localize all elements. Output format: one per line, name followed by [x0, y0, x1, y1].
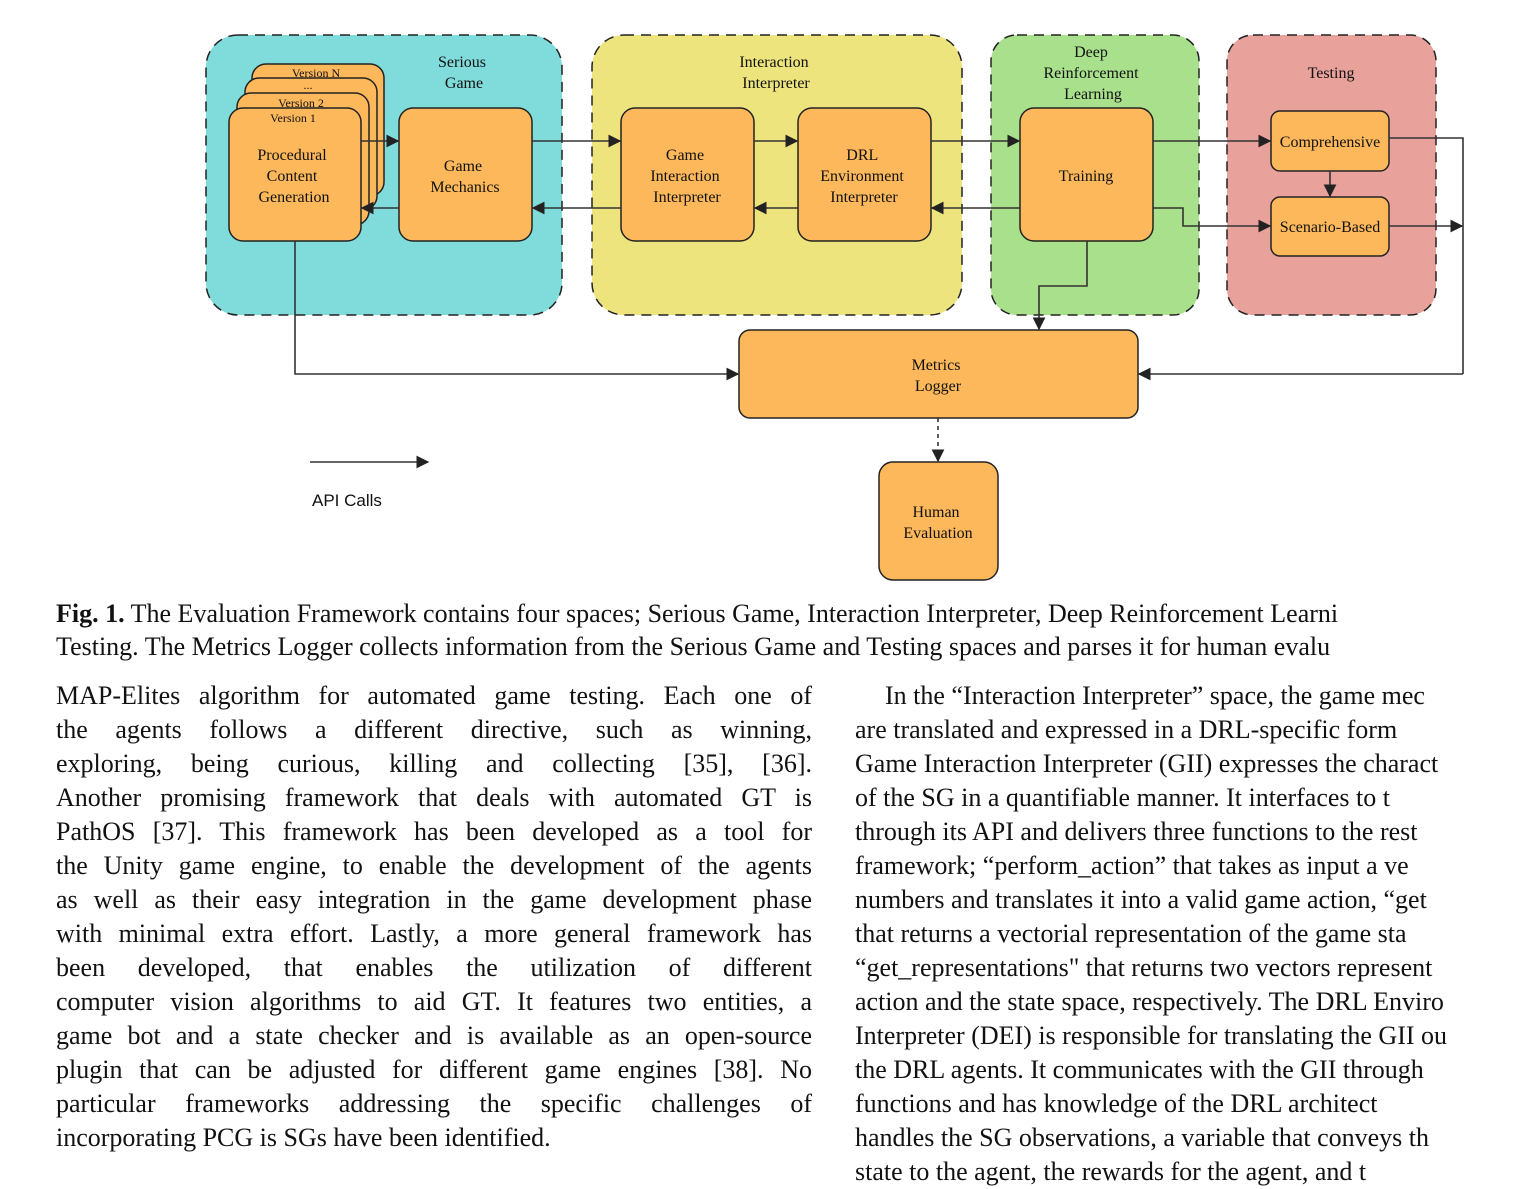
line-comprehensive-to-right: [1389, 137, 1464, 374]
human-evaluation-box: [878, 461, 999, 581]
testing-title: Testing: [1308, 65, 1355, 82]
figure-caption-label: Fig. 1.: [56, 599, 125, 628]
serious-game-title: Serious Game: [438, 54, 490, 92]
body-left-line: the agents follows a different directive…: [56, 715, 812, 744]
metrics-logger-label: Metrics Logger: [912, 357, 965, 395]
version-2-label: Version 2: [278, 96, 324, 110]
body-right-line: functions and has knowledge of the DRL a…: [855, 1089, 1378, 1118]
body-left-line: game bot and a state checker and is avai…: [56, 1021, 812, 1050]
metrics-logger-box: [738, 329, 1139, 419]
body-left-line: incorporating PCG is SGs have been ident…: [56, 1123, 551, 1152]
body-right-line: of the SG in a quantifiable manner. It i…: [855, 783, 1390, 812]
game-mechanics-box: [398, 107, 533, 242]
body-left-line: PathOS [37]. This framework has been dev…: [56, 817, 812, 846]
comprehensive-label: Comprehensive: [1280, 134, 1380, 151]
body-right-line: framework; “perform_action” that takes a…: [855, 851, 1409, 880]
arrow-training-to-logger: [1032, 241, 1088, 331]
body-left-line: been developed, that enables the utiliza…: [56, 953, 812, 982]
body-right-line: “get_representations" that returns two v…: [855, 953, 1433, 982]
interaction-interpreter-title: Interaction Interpreter: [739, 54, 812, 92]
version-1-label: Version 1: [270, 111, 316, 125]
evaluation-framework-diagram: Serious Game Interaction Interpreter Dee…: [205, 34, 1464, 581]
human-evaluation-label: Human Evaluation: [903, 504, 972, 542]
scenario-based-label: Scenario-Based: [1280, 219, 1380, 236]
body-left-line: MAP-Elites algorithm for automated game …: [56, 681, 812, 710]
body-right-line: the DRL agents. It communicates with the…: [855, 1055, 1424, 1084]
version-ellipsis-label: ...: [304, 78, 313, 92]
dei-box: [797, 107, 932, 242]
body-right-line: Interpreter (DEI) is responsible for tra…: [855, 1021, 1448, 1050]
figure-caption-line-1: The Evaluation Framework contains four s…: [124, 599, 1339, 628]
body-right-line: Game Interaction Interpreter (GII) expre…: [855, 749, 1439, 778]
body-right-line: In the “Interaction Interpreter” space, …: [885, 681, 1425, 710]
gii-box: [620, 107, 755, 242]
gii-label: Game Interaction Interpreter: [650, 147, 723, 206]
body-right-line: numbers and translates it into a valid g…: [855, 885, 1427, 914]
interaction-interpreter-space: [591, 34, 963, 316]
body-left-line: as well as their easy integration in the…: [56, 885, 812, 914]
body-right-line: are translated and expressed in a DRL-sp…: [855, 715, 1398, 744]
figure-caption: Fig. 1. The Evaluation Framework contain…: [56, 597, 1523, 663]
game-mechanics-label: Game Mechanics: [430, 158, 499, 196]
body-left-line: exploring, being curious, killing and co…: [56, 749, 812, 778]
figure-caption-line-2: Testing. The Metrics Logger collects inf…: [56, 632, 1331, 661]
body-right-line: that returns a vectorial representation …: [855, 919, 1407, 948]
body-left-line: the Unity game engine, to enable the dev…: [56, 851, 812, 880]
body-left-line: computer vision algorithms to aid GT. It…: [56, 987, 812, 1016]
body-right-line: handles the SG observations, a variable …: [855, 1123, 1430, 1152]
body-right-line: state to the agent, the rewards for the …: [855, 1157, 1367, 1186]
arrow-training-to-scenario: [1153, 207, 1272, 233]
version-n-label: Version N: [292, 66, 341, 80]
body-column-left: MAP-Elites algorithm for automated game …: [56, 679, 812, 1155]
body-left-line: Another promising framework that deals w…: [56, 783, 812, 812]
body-left-line: with minimal extra effort. Lastly, a mor…: [56, 919, 812, 948]
legend-api-calls-label: API Calls: [312, 491, 382, 510]
body-left-line: plugin that can be adjusted for differen…: [56, 1055, 812, 1084]
body-left-line: particular frameworks addressing the spe…: [56, 1089, 812, 1118]
arrow-pcg-to-logger: [294, 241, 740, 381]
training-label: Training: [1059, 168, 1114, 185]
body-right-line: action and the state space, respectively…: [855, 987, 1444, 1016]
deep-rl-title: Deep Reinforcement Learning: [1043, 44, 1142, 103]
body-column-right: In the “Interaction Interpreter” space, …: [855, 679, 1523, 1189]
pcg-label: Procedural Content Generation: [257, 147, 330, 206]
dei-label: DRL Environment Interpreter: [820, 147, 908, 206]
body-right-line: through its API and delivers three funct…: [855, 817, 1418, 846]
